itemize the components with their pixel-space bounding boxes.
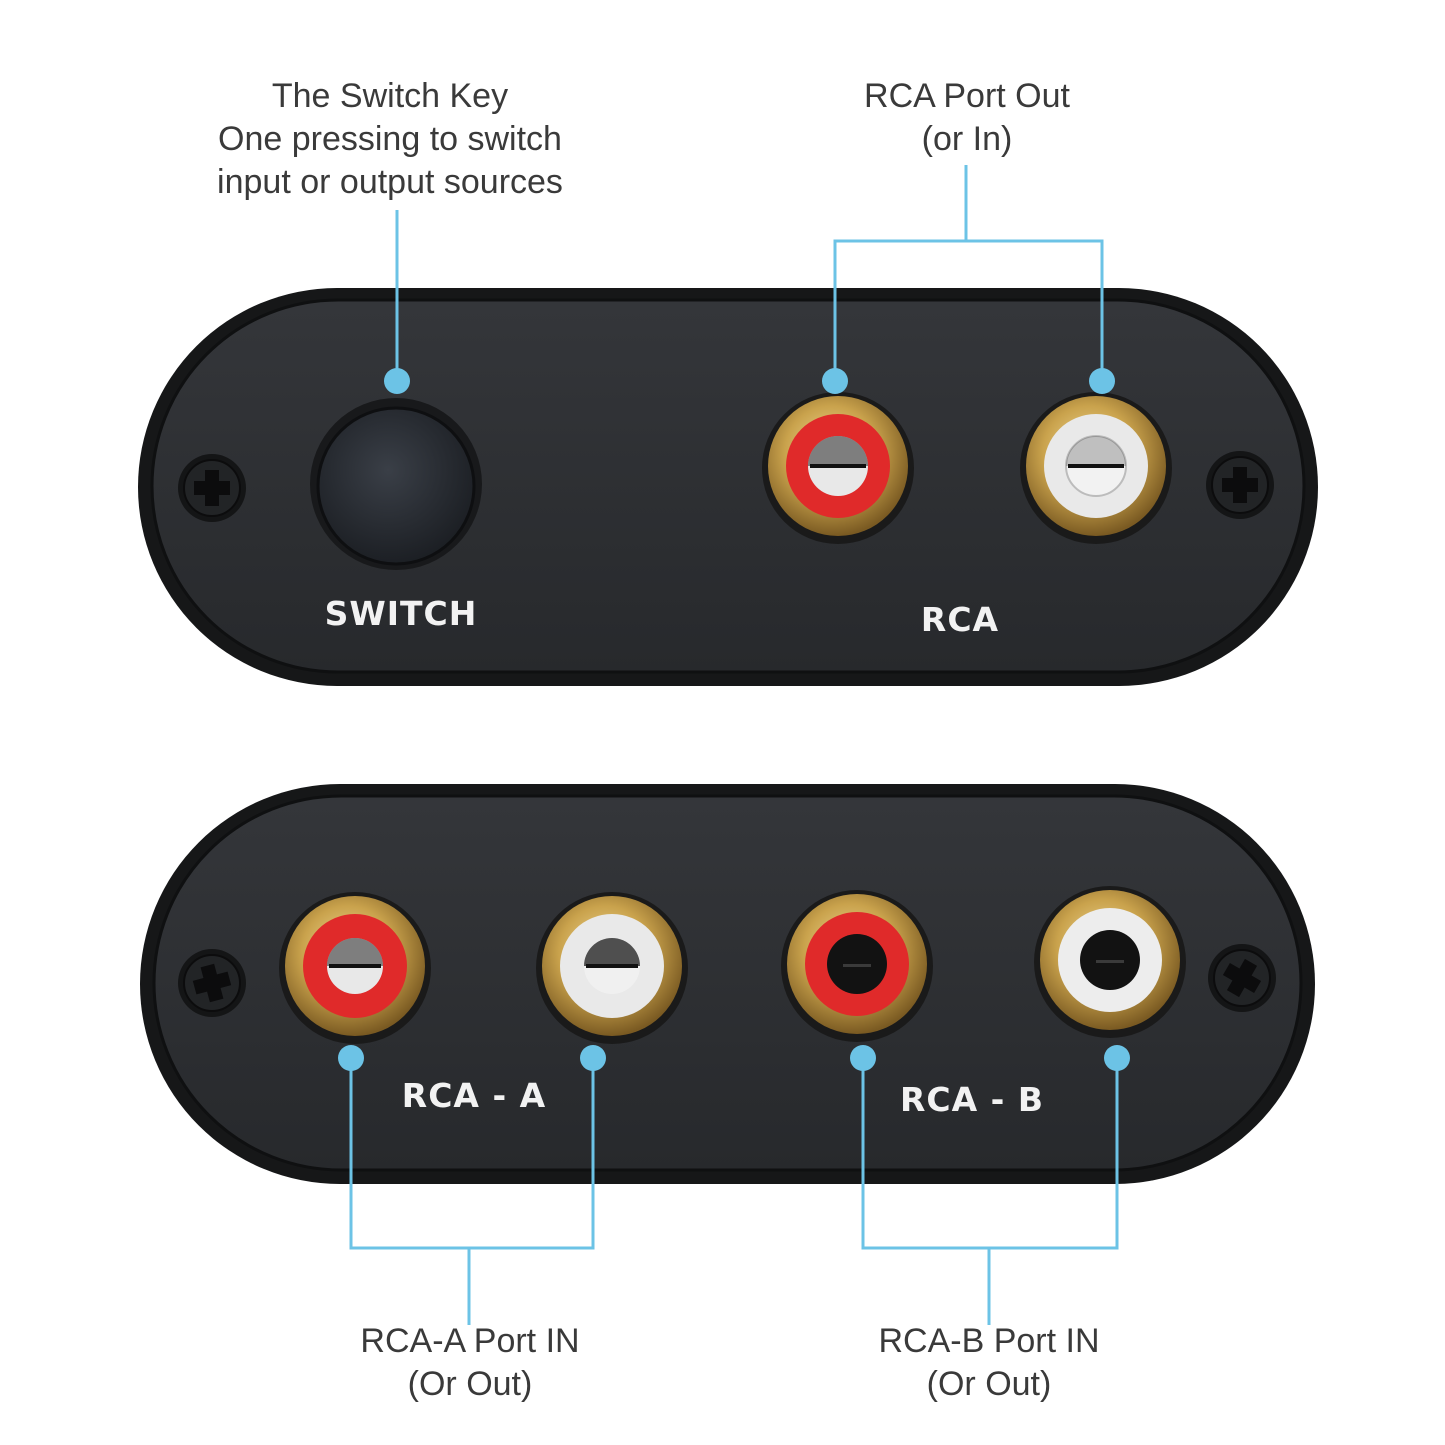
leader-lines [349,165,1119,1325]
callout-dot [1104,1045,1130,1071]
leader-dots [338,368,1130,1071]
rca-panel-label: RCA [920,600,1000,639]
callout-line: (or In) [921,120,1013,158]
rca-a-jack-red[interactable] [279,892,431,1044]
rca-b-panel-label: RCA - B [900,1080,1044,1119]
rca-a-jack-white[interactable] [536,892,688,1044]
switch-panel-label: SWITCH [324,594,478,633]
rca-b-jack-white[interactable] [1034,886,1186,1038]
rca-out-jack-red[interactable] [762,392,914,544]
screw-icon [178,454,246,522]
callout-dot [338,1045,364,1071]
callout-title: RCA Port Out [864,77,1070,115]
switch-button[interactable] [310,398,482,570]
callout-title: RCA-A Port IN [360,1322,580,1360]
callout-title: RCA-B Port IN [878,1322,1100,1360]
callout-title: The Switch Key [271,77,509,115]
callout-dot [580,1045,606,1071]
rca-a-in-callout: RCA-A Port IN (Or Out) [360,1320,579,1406]
rca-b-in-callout: RCA-B Port IN (Or Out) [878,1320,1099,1406]
callout-line: (Or Out) [926,1365,1052,1403]
rca-b-jack-red[interactable] [781,890,933,1042]
screw-icon [1208,944,1276,1012]
top-panel [138,288,1318,686]
callout-dot [384,368,410,394]
rca-a-panel-label: RCA - A [401,1076,547,1115]
switch-key-callout: The Switch Key One pressing to switch in… [217,75,563,204]
callout-dot [822,368,848,394]
screw-icon [178,949,246,1017]
rca-out-callout: RCA Port Out (or In) [864,75,1070,161]
callout-dot [850,1045,876,1071]
callout-line: (Or Out) [407,1365,533,1403]
callout-dot [1089,368,1115,394]
screw-icon [1206,451,1274,519]
rca-out-jack-white[interactable] [1020,392,1172,544]
callout-line: input or output sources [217,163,563,201]
bottom-panel [140,784,1315,1184]
callout-line: One pressing to switch [218,120,562,158]
